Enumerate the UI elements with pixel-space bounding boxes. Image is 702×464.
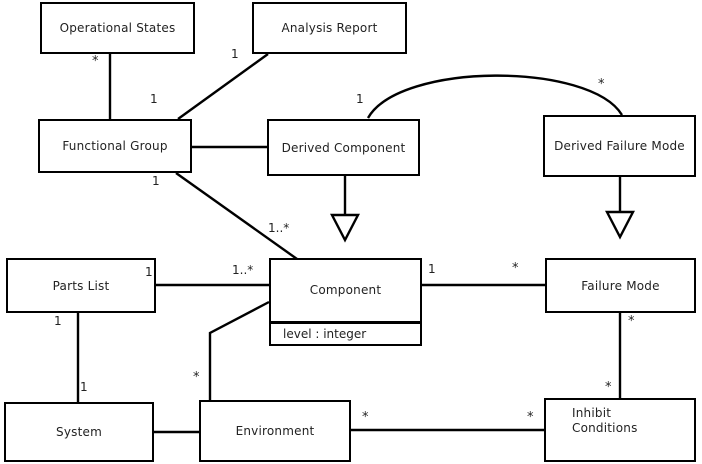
class-name-failure-mode: Failure Mode bbox=[581, 278, 660, 293]
multiplicity-m-dfm-curve: * bbox=[598, 77, 605, 92]
generalization-triangle-component bbox=[330, 213, 360, 243]
multiplicity-m-fg-to-derivedcomp: 1 bbox=[356, 92, 364, 106]
class-name-inhibit-conditions: Inhibit Conditions bbox=[572, 406, 638, 435]
multiplicity-m-comp-from-fg: 1..* bbox=[268, 221, 290, 235]
multiplicity-m-failuremode-left: * bbox=[512, 261, 519, 276]
edge-functional-group-component bbox=[175, 172, 298, 260]
multiplicity-m-partslist-bottom: 1 bbox=[54, 314, 62, 328]
edge-component-environment bbox=[208, 300, 270, 400]
multiplicity-m-component-right: 1 bbox=[428, 262, 436, 276]
edge-derived-component-derived-failure-mode bbox=[366, 74, 624, 119]
class-box-system[interactable]: System bbox=[4, 402, 154, 462]
generalization-triangle-failure-mode bbox=[605, 210, 635, 240]
class-name-component: Component bbox=[309, 282, 382, 297]
class-box-operational-states[interactable]: Operational States bbox=[40, 2, 195, 54]
class-name-system: System bbox=[56, 425, 102, 439]
multiplicity-m-system-top: 1 bbox=[80, 380, 88, 394]
class-box-inhibit-conditions[interactable]: Inhibit Conditions bbox=[544, 398, 696, 462]
class-box-component[interactable]: Component level : integer bbox=[269, 258, 422, 346]
class-box-failure-mode[interactable]: Failure Mode bbox=[545, 258, 696, 313]
class-name-derived-component: Derived Component bbox=[281, 140, 406, 155]
multiplicity-m-inhibit-left: * bbox=[527, 410, 534, 425]
edge-functional-group-analysis-report bbox=[177, 53, 269, 120]
multiplicity-m-env-right: * bbox=[362, 410, 369, 425]
multiplicity-m-env-to-component: * bbox=[193, 370, 200, 385]
class-box-environment[interactable]: Environment bbox=[199, 400, 351, 462]
class-name-parts-list: Parts List bbox=[52, 278, 110, 293]
class-box-parts-list[interactable]: Parts List bbox=[6, 258, 156, 313]
class-box-analysis-report[interactable]: Analysis Report bbox=[252, 2, 407, 54]
multiplicity-m-fg-to-report: 1 bbox=[150, 92, 158, 106]
multiplicity-m-partslist-right: 1 bbox=[145, 265, 153, 279]
compartment-separator-component bbox=[269, 321, 422, 324]
class-name-analysis-report: Analysis Report bbox=[281, 21, 378, 35]
multiplicity-m-fg-to-component: 1 bbox=[152, 174, 160, 188]
multiplicity-m-opstates: * bbox=[92, 54, 99, 69]
multiplicity-m-analysisreport: 1 bbox=[231, 47, 239, 61]
class-box-derived-failure-mode[interactable]: Derived Failure Mode bbox=[543, 115, 696, 177]
multiplicity-m-comp-from-partslist: 1..* bbox=[232, 263, 254, 277]
class-box-functional-group[interactable]: Functional Group bbox=[38, 119, 192, 173]
class-box-derived-component[interactable]: Derived Component bbox=[267, 119, 420, 176]
multiplicity-m-failuremode-bottom: * bbox=[628, 314, 635, 329]
class-name-environment: Environment bbox=[235, 424, 315, 438]
multiplicity-m-inhibit-top: * bbox=[605, 380, 612, 395]
class-name-derived-failure-mode: Derived Failure Mode bbox=[554, 139, 685, 153]
class-name-functional-group: Functional Group bbox=[62, 139, 168, 153]
class-attribute-component-0: level : integer bbox=[283, 327, 367, 341]
class-name-operational-states: Operational States bbox=[59, 21, 176, 35]
